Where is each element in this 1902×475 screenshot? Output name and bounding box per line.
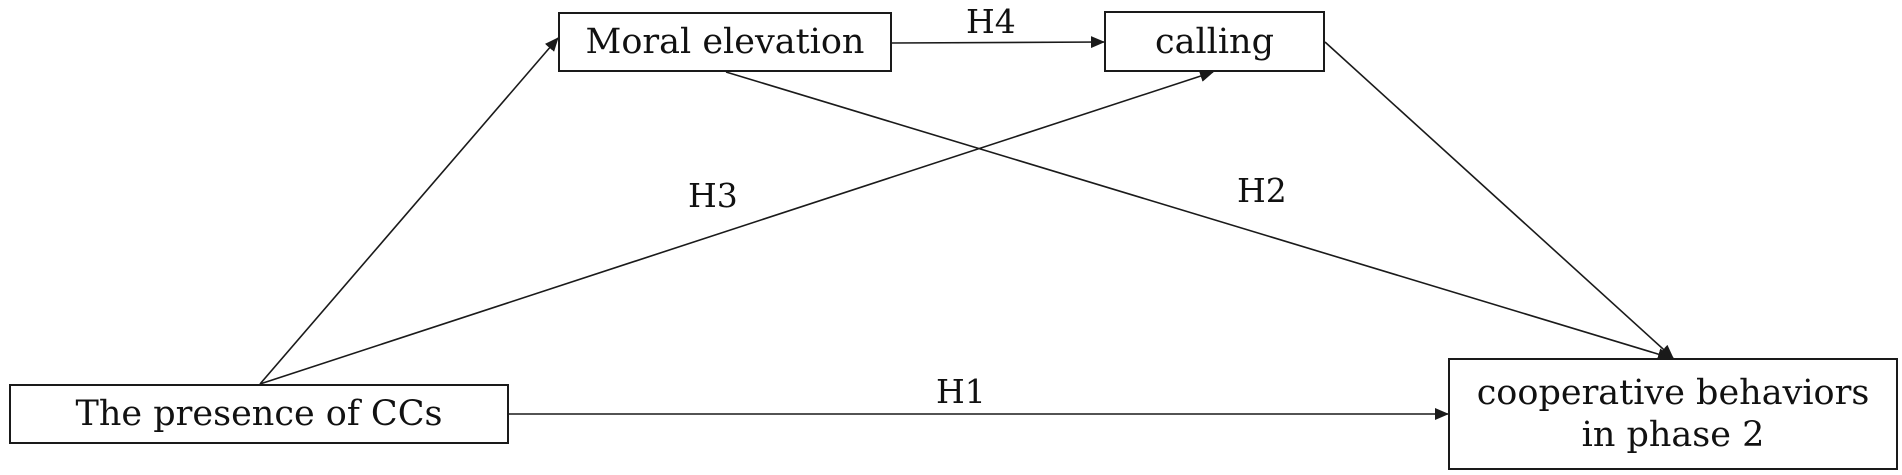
node-presence-label: The presence of CCs <box>75 394 443 434</box>
node-moral-elevation: Moral elevation <box>558 12 892 72</box>
node-calling-label: calling <box>1155 21 1274 62</box>
node-presence-of-ccs: The presence of CCs <box>9 384 509 444</box>
node-moral-label: Moral elevation <box>585 22 865 62</box>
arrow-calling-to-cooperative <box>1324 41 1674 359</box>
arrow-moral-to-cooperative <box>725 71 1672 360</box>
hypothesis-label-h2: H2 <box>1237 171 1287 210</box>
arrow-moral-to-calling <box>891 36 1105 49</box>
hypothesis-label-h4: H4 <box>966 2 1016 41</box>
arrow-presence-to-moral <box>259 37 559 385</box>
node-cooperative-behaviors: cooperative behaviors in phase 2 <box>1448 358 1898 470</box>
node-cooperative-label: cooperative behaviors in phase 2 <box>1476 373 1870 455</box>
node-calling: calling <box>1104 11 1325 72</box>
hypothesis-label-h3: H3 <box>688 176 738 215</box>
arrow-presence-to-calling <box>259 70 1214 385</box>
hypothesis-label-h1: H1 <box>936 372 986 411</box>
